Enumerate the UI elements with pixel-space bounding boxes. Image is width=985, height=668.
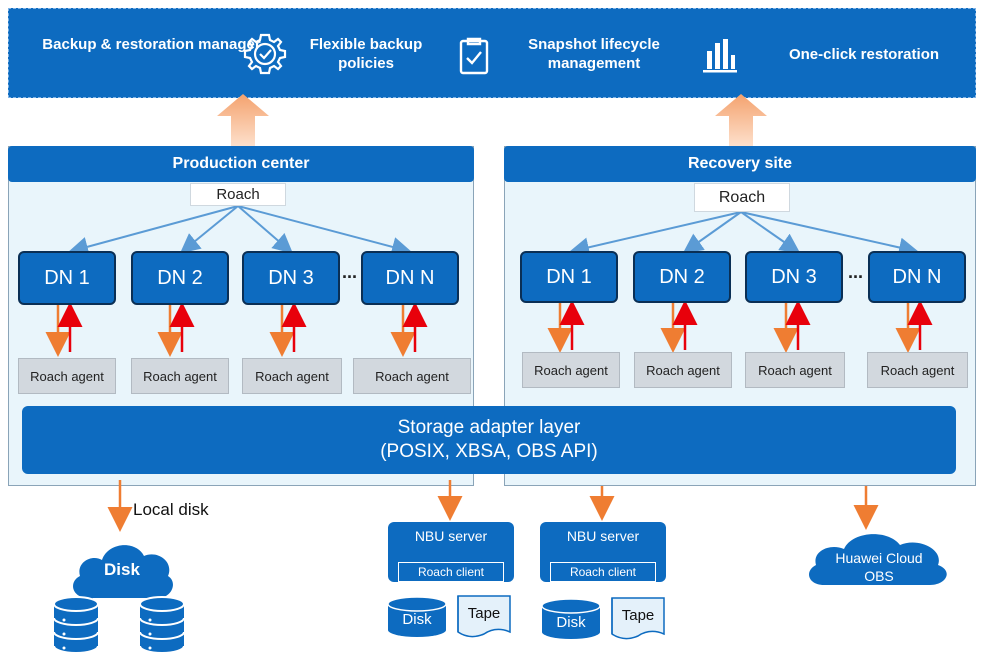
disk-cloud-label: Disk: [104, 560, 140, 579]
nbu-disk-label: Disk: [556, 614, 586, 631]
roach-agent: Roach agent: [242, 358, 342, 394]
feature-backup-policies: Flexible backup policies: [309, 36, 423, 72]
feature-one-click-restoration: One-click restoration: [788, 46, 940, 63]
dn-node: DN 3: [242, 251, 340, 305]
dn-node: DN 1: [18, 251, 116, 305]
roach-agent: Roach agent: [634, 352, 732, 388]
recovery-site-title: Recovery site: [504, 146, 976, 182]
feature-backup-manager: Backup & restoration manager: [42, 36, 261, 53]
disk-cloud-icon: [73, 545, 173, 598]
nbu-tape-label: Tape: [621, 607, 655, 624]
ellipsis: ...: [342, 262, 358, 282]
production-center-title: Production center: [8, 146, 474, 182]
dn-node: DN 2: [131, 251, 229, 305]
roach-production: Roach: [190, 183, 286, 206]
nbu-server: NBU server Roach client: [388, 522, 514, 582]
storage-adapter-layer: Storage adapter layer (POSIX, XBSA, OBS …: [22, 406, 956, 474]
roach-client: Roach client: [398, 562, 504, 582]
roach-agent: Roach agent: [18, 358, 116, 394]
ellipsis: ...: [848, 262, 864, 282]
feature-snapshot-lifecycle: Snapshot lifecycle management: [528, 36, 660, 72]
disk-cylinder-icon: [541, 598, 601, 639]
clipboard-check-icon: [459, 37, 489, 75]
gear-check-icon: [243, 33, 287, 75]
huawei-cloud-obs-label: Huawei Cloud OBS: [835, 550, 923, 584]
up-arrow-production: [217, 94, 269, 146]
tape-icon: [611, 597, 665, 640]
database-icon: [53, 591, 185, 654]
bar-chart-icon: [703, 39, 737, 73]
roach-client: Roach client: [550, 562, 656, 582]
dn-node: DN N: [868, 251, 966, 303]
disk-cylinder-icon: [387, 596, 447, 637]
up-arrow-recovery: [715, 94, 767, 146]
dn-node: DN N: [361, 251, 459, 305]
roach-recovery: Roach: [694, 183, 790, 212]
dn-node: DN 2: [633, 251, 731, 303]
tape-icon: [457, 595, 511, 638]
local-disk-label: Local disk: [133, 500, 209, 519]
dn-node: DN 1: [520, 251, 618, 303]
cloud-icon: [809, 534, 947, 585]
roach-agent: Roach agent: [745, 352, 845, 388]
roach-agent: Roach agent: [131, 358, 229, 394]
roach-agent: Roach agent: [353, 358, 471, 394]
roach-agent: Roach agent: [867, 352, 968, 388]
nbu-server: NBU server Roach client: [540, 522, 666, 582]
nbu-tape-label: Tape: [467, 605, 501, 622]
roach-agent: Roach agent: [522, 352, 620, 388]
nbu-disk-label: Disk: [402, 611, 432, 628]
dn-node: DN 3: [745, 251, 843, 303]
feature-bar: Backup & restoration manager Flexible ba…: [8, 8, 976, 98]
